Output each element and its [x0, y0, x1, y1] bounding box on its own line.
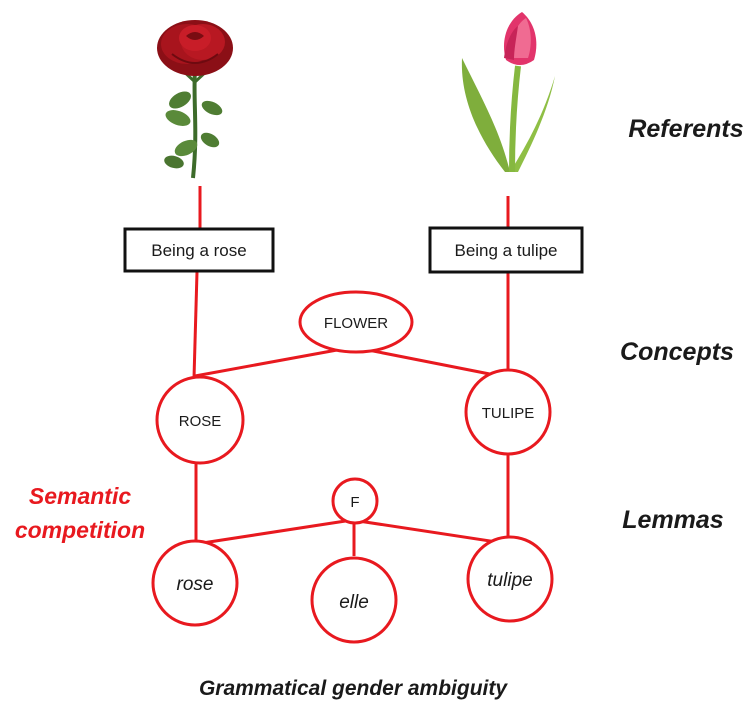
rose-lemma-node: rose — [151, 539, 239, 627]
level-lemmas: Lemmas — [622, 506, 724, 534]
rose-lemma-label: rose — [177, 574, 214, 595]
tulipe-concept-label: TULIPE — [482, 405, 535, 422]
rose-box-label: Being a rose — [151, 241, 246, 260]
elle-lemma-label: elle — [339, 592, 369, 613]
level-referents: Referents — [628, 115, 743, 143]
level-concepts: Concepts — [620, 338, 734, 366]
link-rose-box-concept — [192, 271, 199, 379]
flower-label: FLOWER — [324, 315, 388, 332]
rose-picture — [157, 20, 233, 179]
connection-lines — [192, 186, 511, 556]
elle-lemma-node: elle — [310, 556, 398, 644]
semantic-competition-line2: competition — [15, 517, 145, 543]
tulipe-lemma-label: tulipe — [487, 570, 532, 591]
diagram-caption: Grammatical gender ambiguity — [199, 677, 508, 700]
tulip-box: Being a tulipe — [428, 226, 584, 274]
flower-node: FLOWER — [298, 290, 414, 354]
link-flower-tulipe — [357, 346, 511, 380]
link-flower-rose — [194, 346, 349, 378]
semantic-competition-line1: Semantic — [29, 483, 131, 509]
feminine-node: F — [331, 477, 379, 525]
link-f-tulipe — [351, 518, 511, 546]
link-f-rose — [195, 518, 353, 546]
rose-concept-label: ROSE — [179, 413, 222, 430]
rose-box: Being a rose — [123, 227, 275, 273]
tulipe-lemma-node: tulipe — [466, 535, 554, 623]
rose-concept-node: ROSE — [155, 375, 245, 465]
tulip-box-label: Being a tulipe — [454, 241, 557, 260]
tulip-picture — [461, 12, 555, 173]
tulipe-concept-node: TULIPE — [464, 368, 552, 456]
feminine-label: F — [350, 494, 359, 511]
